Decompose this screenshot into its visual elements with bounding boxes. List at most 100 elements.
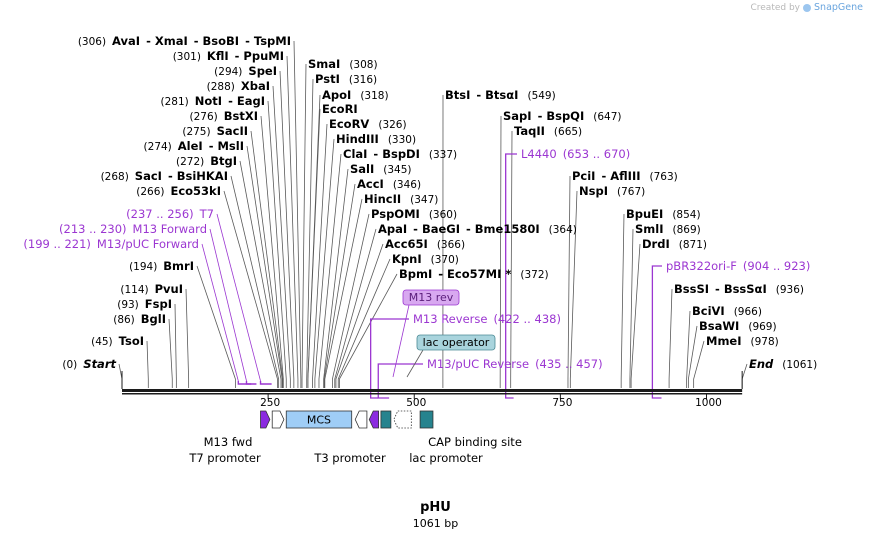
enzyme-leader-line bbox=[629, 228, 634, 388]
position: (0) bbox=[62, 359, 77, 371]
feature-label: T3 promoter bbox=[313, 451, 386, 465]
enzyme-leader-line bbox=[318, 153, 342, 388]
left-label-2: (294)SpeI bbox=[214, 64, 277, 78]
enzyme-name: PpuMI bbox=[243, 49, 284, 63]
separator: - bbox=[209, 139, 218, 153]
enzyme-name: BsoBI bbox=[203, 34, 240, 48]
position: (549) bbox=[527, 90, 555, 102]
tag-box bbox=[402, 289, 460, 306]
left-label-16: (0)Start bbox=[62, 357, 116, 371]
enzyme-name: BssSI bbox=[674, 282, 709, 296]
right-label-1: PstI(316) bbox=[315, 72, 377, 86]
right-label-23: BssSI- BssSαI(936) bbox=[674, 282, 804, 296]
position: (370) bbox=[431, 254, 459, 266]
lac-operator-feature bbox=[380, 410, 392, 429]
separator: - bbox=[438, 267, 447, 281]
right-label-9: HincII(347) bbox=[364, 192, 438, 206]
enzyme-leader-line bbox=[146, 340, 149, 388]
axis-tick-label: 1000 bbox=[695, 397, 722, 409]
axis-tick-label: 750 bbox=[552, 397, 572, 409]
enzyme-leader-line bbox=[324, 198, 363, 388]
position: (194) bbox=[129, 261, 157, 273]
end-marker: End bbox=[749, 357, 774, 371]
enzyme-leader-line bbox=[668, 288, 673, 388]
enzyme-leader-line bbox=[630, 243, 641, 388]
separator: - bbox=[168, 169, 177, 183]
left-label-8: (272)BtgI bbox=[176, 154, 237, 168]
position: (266) bbox=[136, 186, 164, 198]
enzyme-leader-line bbox=[323, 168, 349, 388]
position: (281) bbox=[161, 96, 189, 108]
axis-tick-label: 250 bbox=[260, 397, 280, 409]
enzyme-name: KpnI bbox=[392, 252, 422, 266]
t3-promoter-feature bbox=[354, 410, 368, 429]
enzyme-leader-line bbox=[279, 70, 295, 388]
created-by-text: Created by bbox=[750, 2, 801, 13]
primer-text: pBR322ori-F bbox=[666, 259, 737, 273]
primer-text: M13/pUC Reverse bbox=[427, 357, 529, 371]
primer-text: M13/pUC Forward bbox=[97, 237, 199, 251]
right-label-26: MmeI(978) bbox=[706, 334, 779, 348]
lac-promoter-shape bbox=[393, 410, 412, 429]
tag-leader bbox=[392, 304, 410, 378]
position: (665) bbox=[554, 126, 582, 138]
enzyme-name: EcoRI bbox=[322, 102, 358, 116]
primer-text: M13 Forward bbox=[133, 222, 207, 236]
right-label-3: EcoRI bbox=[322, 102, 358, 116]
enzyme-leader-line bbox=[267, 100, 287, 388]
enzyme-leader-line bbox=[260, 115, 284, 388]
enzyme-name: PvuI bbox=[155, 282, 183, 296]
primer-leader-line bbox=[209, 228, 247, 382]
enzyme-name: SmlI bbox=[635, 222, 664, 236]
enzyme-leader-line bbox=[230, 175, 280, 388]
position: (326) bbox=[378, 119, 406, 131]
enzyme-leader-line bbox=[301, 63, 307, 388]
enzyme-leader-line bbox=[567, 175, 571, 388]
mcs-shape bbox=[285, 410, 353, 429]
axis-tick-label: 500 bbox=[406, 397, 426, 409]
t3-promoter-shape bbox=[354, 410, 368, 429]
enzyme-name: BciVI bbox=[692, 304, 725, 318]
right-primer-3: M13/pUC Reverse(435 .. 457) bbox=[427, 357, 603, 371]
left-label-6: (275)SacII bbox=[182, 124, 248, 138]
right-label-27: End(1061) bbox=[749, 357, 817, 371]
separator: - bbox=[235, 49, 244, 63]
snapgene-brand-name: SnapGene bbox=[814, 2, 863, 13]
left-label-11: (194)BmrI bbox=[129, 259, 194, 273]
primer-bracket bbox=[377, 363, 423, 399]
enzyme-name: AleI bbox=[178, 139, 203, 153]
mcs-label: MCS bbox=[307, 414, 331, 427]
enzyme-name: SapI bbox=[503, 109, 532, 123]
position: (978) bbox=[751, 336, 779, 348]
tag-text: M13 rev bbox=[409, 291, 454, 304]
enzyme-name: AccI bbox=[357, 177, 384, 191]
enzyme-leader-line bbox=[569, 190, 578, 388]
m13-rev-shape bbox=[368, 410, 379, 429]
t7-promoter-feature bbox=[271, 410, 285, 429]
enzyme-name: PciI bbox=[572, 169, 595, 183]
enzyme-name: BtgI bbox=[210, 154, 237, 168]
position: (306) bbox=[78, 36, 106, 48]
right-label-25: BsaWI(969) bbox=[699, 319, 777, 333]
t7-promoter-shape bbox=[271, 410, 285, 429]
enzyme-name: BssSαI bbox=[724, 282, 767, 296]
position: (330) bbox=[388, 134, 416, 146]
enzyme-name: ApaI bbox=[378, 222, 407, 236]
position: (767) bbox=[617, 186, 645, 198]
primer-text: L4440 bbox=[521, 147, 557, 161]
enzyme-name: BspQI bbox=[546, 109, 584, 123]
position: (294) bbox=[214, 66, 242, 78]
enzyme-name: SmaI bbox=[308, 57, 340, 71]
enzyme-name: BspDI bbox=[382, 147, 420, 161]
separator: - bbox=[413, 222, 422, 236]
position: (45) bbox=[91, 336, 113, 348]
left-label-13: (93)FspI bbox=[117, 297, 172, 311]
enzyme-name: BpmI bbox=[399, 267, 432, 281]
enzyme-name: SalI bbox=[350, 162, 374, 176]
position: (345) bbox=[383, 164, 411, 176]
enzyme-leader-line bbox=[250, 130, 284, 388]
enzyme-name: Eco53kI bbox=[170, 184, 221, 198]
enzyme-name: BstXI bbox=[224, 109, 258, 123]
left-label-14: (86)BglI bbox=[113, 312, 166, 326]
